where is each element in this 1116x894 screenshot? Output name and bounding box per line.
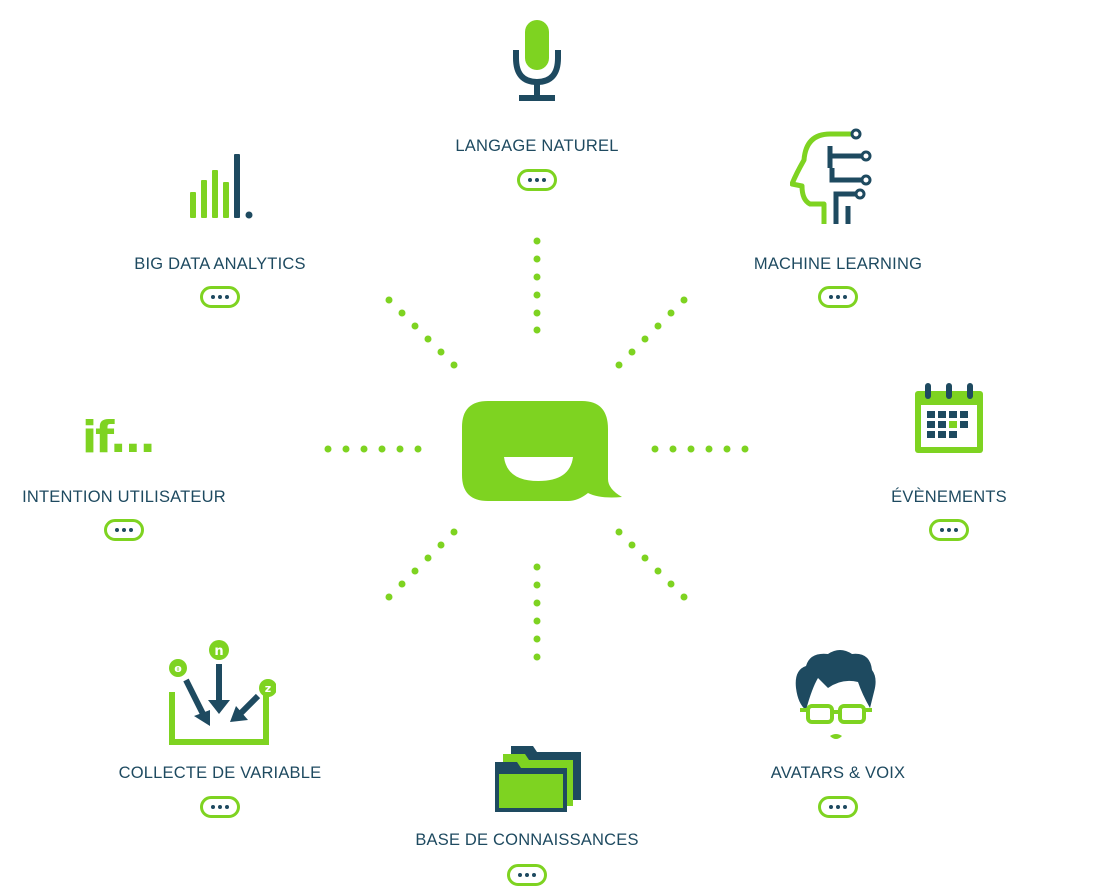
feature-label: COLLECTE DE VARIABLE xyxy=(118,764,322,782)
folders-icon xyxy=(495,740,587,819)
more-button[interactable] xyxy=(818,796,858,818)
circuit-head-icon xyxy=(789,128,880,231)
collect-arrows-icon: n ɵ z xyxy=(164,636,277,753)
speech-bubble-smile-logo xyxy=(460,395,628,510)
more-button[interactable] xyxy=(104,519,144,541)
more-button[interactable] xyxy=(200,286,240,308)
feature-label: BASE DE CONNAISSANCES xyxy=(415,831,639,849)
feature-label: AVATARS & VOIX xyxy=(770,764,906,782)
more-button[interactable] xyxy=(517,169,557,191)
feature-label: MACHINE LEARNING xyxy=(753,255,923,273)
more-button[interactable] xyxy=(929,519,969,541)
svg-text:n: n xyxy=(214,644,223,659)
if-text: if... xyxy=(82,412,156,463)
more-button[interactable] xyxy=(200,796,240,818)
feature-label: LANGAGE NATUREL xyxy=(455,137,619,155)
if-text-icon: if... xyxy=(82,412,156,463)
feature-label: BIG DATA ANALYTICS xyxy=(134,255,306,273)
feature-label: INTENTION UTILISATEUR xyxy=(22,488,226,506)
calendar-icon xyxy=(913,383,985,460)
svg-text:z: z xyxy=(265,682,271,695)
avatar-glasses-icon xyxy=(792,648,878,751)
bar-chart-icon xyxy=(190,152,260,227)
microphone-icon xyxy=(511,18,563,109)
feature-label: ÉVÈNEMENTS xyxy=(891,488,1007,506)
more-button[interactable] xyxy=(507,864,547,886)
more-button[interactable] xyxy=(818,286,858,308)
svg-text:ɵ: ɵ xyxy=(174,662,182,675)
